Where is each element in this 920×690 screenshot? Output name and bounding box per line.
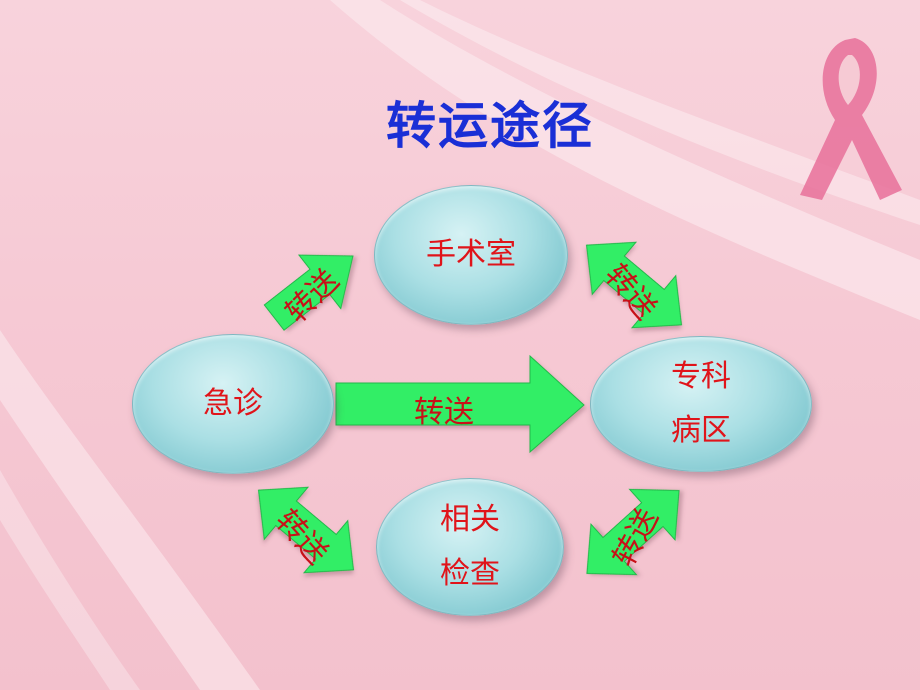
node-surgery-label: 手术室 bbox=[426, 237, 516, 272]
arrow-exam-ward bbox=[586, 488, 680, 576]
node-ward-line1: 专科 bbox=[671, 359, 731, 394]
arrow-er-exam bbox=[257, 486, 355, 574]
node-exam: 相关 检查 bbox=[376, 478, 564, 616]
arrow-er-to-surgery bbox=[263, 254, 354, 331]
arrow-er-to-ward bbox=[335, 354, 585, 454]
node-ward-line2: 病区 bbox=[671, 413, 731, 448]
node-emergency-label: 急诊 bbox=[203, 386, 263, 421]
label-er-to-ward: 转送 bbox=[414, 395, 474, 430]
pink-ribbon-icon bbox=[800, 38, 902, 200]
arrow-surgery-ward bbox=[585, 241, 683, 329]
node-exam-line1: 相关 bbox=[440, 502, 500, 537]
node-exam-line2: 检查 bbox=[440, 556, 500, 591]
node-surgery: 手术室 bbox=[374, 185, 568, 325]
node-emergency: 急诊 bbox=[132, 334, 334, 474]
page-title: 转运途径 bbox=[386, 97, 594, 155]
node-ward: 专科 病区 bbox=[590, 336, 812, 472]
